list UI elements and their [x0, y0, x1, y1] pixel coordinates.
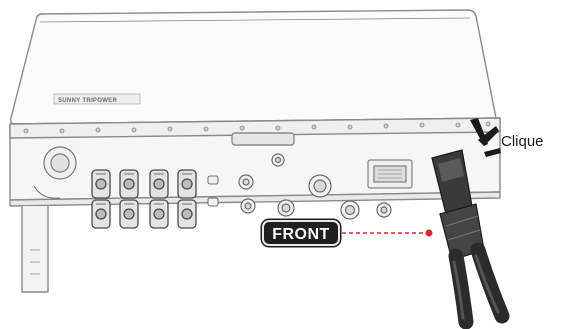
click-label: Clique — [501, 133, 544, 150]
comm-port — [368, 160, 412, 188]
brand-text: SUNNY TRIPOWER — [58, 98, 117, 104]
pointer-dot-icon — [426, 230, 433, 237]
ac-cables — [454, 250, 502, 322]
inverter-housing — [10, 10, 500, 292]
front-label: FRONT — [262, 220, 340, 246]
